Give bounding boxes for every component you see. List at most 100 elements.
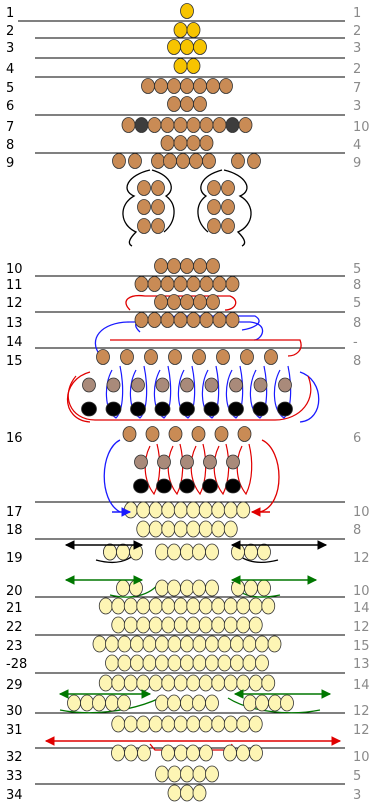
bead	[229, 377, 243, 393]
bead	[136, 616, 151, 634]
bead	[267, 635, 282, 653]
bead	[173, 715, 188, 733]
bead	[105, 401, 122, 417]
bead	[199, 744, 213, 762]
row-label: 21	[6, 601, 23, 616]
bead	[155, 377, 170, 393]
bead-count: 8	[353, 523, 361, 538]
bead	[161, 715, 176, 733]
bead	[180, 454, 194, 470]
bead	[223, 520, 238, 538]
bead-count: 2	[353, 24, 361, 39]
bead	[111, 616, 126, 634]
bead-count: 9	[353, 156, 361, 171]
bead	[142, 635, 157, 653]
bead	[147, 312, 162, 328]
bead	[167, 78, 181, 94]
bead	[136, 501, 151, 519]
row-label: 13	[6, 316, 23, 331]
bead	[231, 153, 245, 169]
bead	[238, 117, 253, 133]
bead	[151, 199, 165, 215]
bead	[268, 694, 282, 712]
thread-red	[67, 375, 312, 421]
bead	[151, 180, 165, 196]
bead	[247, 153, 261, 169]
bead	[111, 744, 125, 762]
row-label: 1	[6, 6, 14, 21]
row-label: 31	[6, 723, 23, 738]
bead	[142, 654, 157, 672]
bead	[205, 765, 219, 783]
bead	[173, 597, 188, 615]
bead	[128, 153, 142, 169]
arrow-black-head	[317, 540, 328, 550]
arrow-green-head	[307, 575, 318, 585]
bead	[180, 78, 194, 94]
bead	[180, 294, 194, 310]
bead-count: 5	[353, 769, 361, 784]
row-label: 2	[6, 24, 14, 39]
bead	[167, 694, 181, 712]
bead-count: 3	[353, 99, 361, 114]
row-label: 12	[6, 296, 23, 311]
bead	[173, 276, 188, 292]
bead	[167, 654, 182, 672]
bead	[248, 616, 263, 634]
bead	[117, 654, 132, 672]
bead	[157, 454, 171, 470]
bead	[206, 258, 220, 274]
bead	[117, 635, 132, 653]
bead	[186, 312, 201, 328]
bead	[167, 294, 181, 310]
thread-red	[110, 339, 302, 357]
arrow-blue-head	[121, 507, 132, 517]
bead	[202, 153, 216, 169]
bead	[160, 117, 175, 133]
bead	[206, 294, 220, 310]
bead	[186, 276, 201, 292]
bead-count: 10	[353, 505, 370, 520]
bead	[120, 349, 134, 365]
bead	[92, 635, 107, 653]
row-label: 6	[6, 99, 14, 114]
bead	[161, 597, 176, 615]
bead	[186, 117, 201, 133]
row-label: 22	[6, 620, 23, 635]
bead	[223, 616, 238, 634]
bead	[155, 765, 169, 783]
thread-blue	[177, 365, 196, 419]
bead	[193, 78, 207, 94]
bead	[236, 597, 251, 615]
bead	[211, 501, 226, 519]
bead	[179, 401, 195, 417]
bead	[211, 674, 226, 692]
bead-count: 1	[353, 6, 361, 21]
bead	[180, 635, 194, 653]
bead	[242, 654, 257, 672]
bead	[148, 520, 163, 538]
row-label: 3	[6, 41, 14, 56]
bead	[180, 694, 194, 712]
bead	[205, 654, 219, 672]
bead	[244, 579, 258, 597]
bead	[186, 58, 201, 74]
arrows	[44, 507, 342, 746]
bead-count: 8	[353, 316, 361, 331]
bead	[253, 377, 268, 393]
bead	[255, 654, 269, 672]
thread-green	[227, 697, 321, 714]
bead	[137, 199, 151, 215]
bead	[242, 635, 257, 653]
ear-thread	[122, 169, 151, 247]
bead	[160, 276, 175, 292]
bead-count: 8	[353, 278, 361, 293]
bead	[163, 153, 177, 169]
bead	[154, 258, 168, 274]
bead	[134, 454, 148, 470]
bead-count: 10	[353, 120, 370, 135]
bead	[230, 654, 244, 672]
bead-count: 14	[353, 601, 370, 616]
bead	[134, 312, 149, 328]
bead	[198, 501, 213, 519]
